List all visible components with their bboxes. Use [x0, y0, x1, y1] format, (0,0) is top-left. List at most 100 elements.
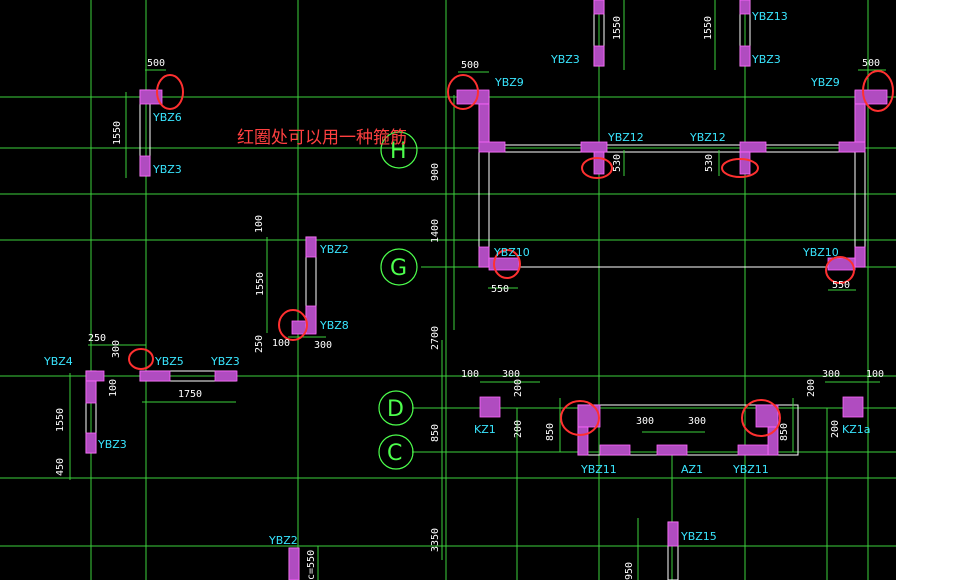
- label-ybz2: YBZ2: [319, 243, 349, 256]
- block-ybz13-b: [739, 0, 751, 15]
- dim-200-d: 200: [830, 420, 841, 438]
- structural-plan: H G D C 红圈处可以用一种箍筋 YBZ13 YBZ3 YBZ3 YBZ9 …: [0, 0, 896, 580]
- dim-1400: 1400: [430, 219, 441, 243]
- dim-900: 900: [430, 163, 441, 181]
- dim-100-c: 100: [108, 379, 119, 397]
- block-ybz9-left: [456, 89, 490, 105]
- dim-100-b: 100: [272, 338, 290, 349]
- dimension-texts: 500 500 500 1550 1550 1550 1550 1550 530…: [55, 16, 884, 580]
- dim-500-b: 500: [461, 60, 479, 71]
- block-ybz13-a: [593, 0, 605, 15]
- block-ybz11-right: [755, 404, 779, 428]
- label-ybz13: YBZ13: [751, 10, 788, 23]
- dim-950: 950: [624, 562, 635, 580]
- block-ybz2: [305, 236, 317, 258]
- dim-1550-c: 1550: [703, 16, 714, 40]
- dim-100-e: 100: [866, 369, 884, 380]
- highlight-circles: [128, 70, 894, 437]
- block-ybz8-flange: [291, 320, 307, 335]
- dim-500-a: 500: [147, 58, 165, 69]
- block-ybz4-stem: [85, 380, 97, 404]
- dim-250-a: 250: [88, 333, 106, 344]
- highlight-ybz8: [278, 309, 308, 341]
- label-ybz10-left: YBZ10: [493, 246, 530, 259]
- dim-300-c: 300: [502, 369, 520, 380]
- dim-300-e: 300: [636, 416, 654, 427]
- label-ybz3-low: YBZ3: [97, 438, 127, 451]
- block-ybz3-left: [139, 155, 151, 177]
- label-ybz9-right: YBZ9: [810, 76, 840, 89]
- block-ybz9-left-stem: [478, 103, 490, 145]
- label-ybz15: YBZ15: [680, 530, 717, 543]
- block-ybz3-top-a: [593, 45, 605, 67]
- dimension-lines: [69, 0, 886, 580]
- dim-850-c: 850: [779, 423, 790, 441]
- dim-300-d: 300: [822, 369, 840, 380]
- block-kz1a: [842, 396, 864, 418]
- block-ybz3-mid: [214, 370, 238, 382]
- dim-850-b: 850: [545, 423, 556, 441]
- dim-3350: 3350: [430, 528, 441, 552]
- label-ybz11-right: YBZ11: [732, 463, 769, 476]
- dim-1550-e: 1550: [55, 408, 66, 432]
- axis-bubble-h-label: H: [390, 139, 407, 164]
- highlight-ybz11-left: [560, 400, 600, 436]
- block-ybz4: [85, 370, 105, 382]
- highlight-ybz10-right: [825, 256, 855, 284]
- dim-300-b: 300: [111, 340, 122, 358]
- highlight-ybz11-right: [741, 399, 781, 437]
- dim-c550: c=550: [306, 550, 317, 580]
- label-ybz3-top-b: YBZ3: [751, 53, 781, 66]
- block-ybz11-left-stem: [577, 426, 589, 456]
- highlight-ybz10-left: [493, 249, 521, 279]
- label-ybz11-left: YBZ11: [580, 463, 617, 476]
- annotation-note: 红圈处可以用一种箍筋: [237, 128, 407, 148]
- block-ybz5: [139, 370, 171, 382]
- dim-550-a: 550: [491, 284, 509, 295]
- dim-500-c: 500: [862, 58, 880, 69]
- label-ybz4: YBZ4: [43, 355, 73, 368]
- dim-1550-a: 1550: [112, 121, 123, 145]
- cad-drawing-canvas: H G D C 红圈处可以用一种箍筋 YBZ13 YBZ3 YBZ3 YBZ9 …: [0, 0, 896, 580]
- axis-bubble-d-label: D: [387, 397, 404, 422]
- block-ybz12-left: [580, 141, 608, 153]
- highlight-ybz12-right: [721, 158, 759, 178]
- axis-bubble-h: [380, 131, 418, 169]
- highlight-ybz6: [156, 74, 184, 110]
- block-kz1: [479, 396, 501, 418]
- label-ybz8: YBZ8: [319, 319, 349, 332]
- column-blocks: [85, 0, 888, 580]
- label-ybz9-left: YBZ9: [494, 76, 524, 89]
- block-ybz10-right-stem: [854, 246, 866, 268]
- block-ybz11-left-foot: [599, 444, 631, 456]
- highlight-ybz9-right: [862, 70, 894, 112]
- highlight-ybz9-left: [447, 74, 479, 110]
- dim-530-b: 530: [704, 154, 715, 172]
- dim-1550-d: 1550: [255, 272, 266, 296]
- block-ybz12-right-stem: [739, 151, 751, 175]
- highlight-ybz5: [128, 348, 154, 370]
- block-ybz12-right: [739, 141, 767, 153]
- label-ybz10-right: YBZ10: [802, 246, 839, 259]
- block-ybz9-right-stem: [854, 103, 866, 145]
- block-junction-right: [838, 141, 866, 153]
- block-ybz3-top-b: [739, 45, 751, 67]
- block-ybz3-low: [85, 432, 97, 454]
- dim-850-a: 850: [430, 424, 441, 442]
- axis-bubble-g-label: G: [390, 256, 407, 281]
- block-ybz12-left-stem: [593, 151, 605, 175]
- block-az1: [656, 444, 688, 456]
- block-ybz8: [305, 305, 317, 335]
- block-junction-left: [478, 141, 506, 153]
- dim-200-a: 200: [513, 379, 524, 397]
- label-ybz3-mid: YBZ3: [210, 355, 240, 368]
- label-kz1: KZ1: [474, 423, 496, 436]
- axis-bubbles: H G D C: [378, 131, 418, 470]
- dim-200-c: 200: [806, 379, 817, 397]
- label-ybz3-top-a: YBZ3: [550, 53, 580, 66]
- label-ybz3-left: YBZ3: [152, 163, 182, 176]
- dim-1750: 1750: [178, 389, 202, 400]
- axis-bubble-c: [378, 434, 414, 470]
- block-ybz10-left-stem: [478, 246, 490, 268]
